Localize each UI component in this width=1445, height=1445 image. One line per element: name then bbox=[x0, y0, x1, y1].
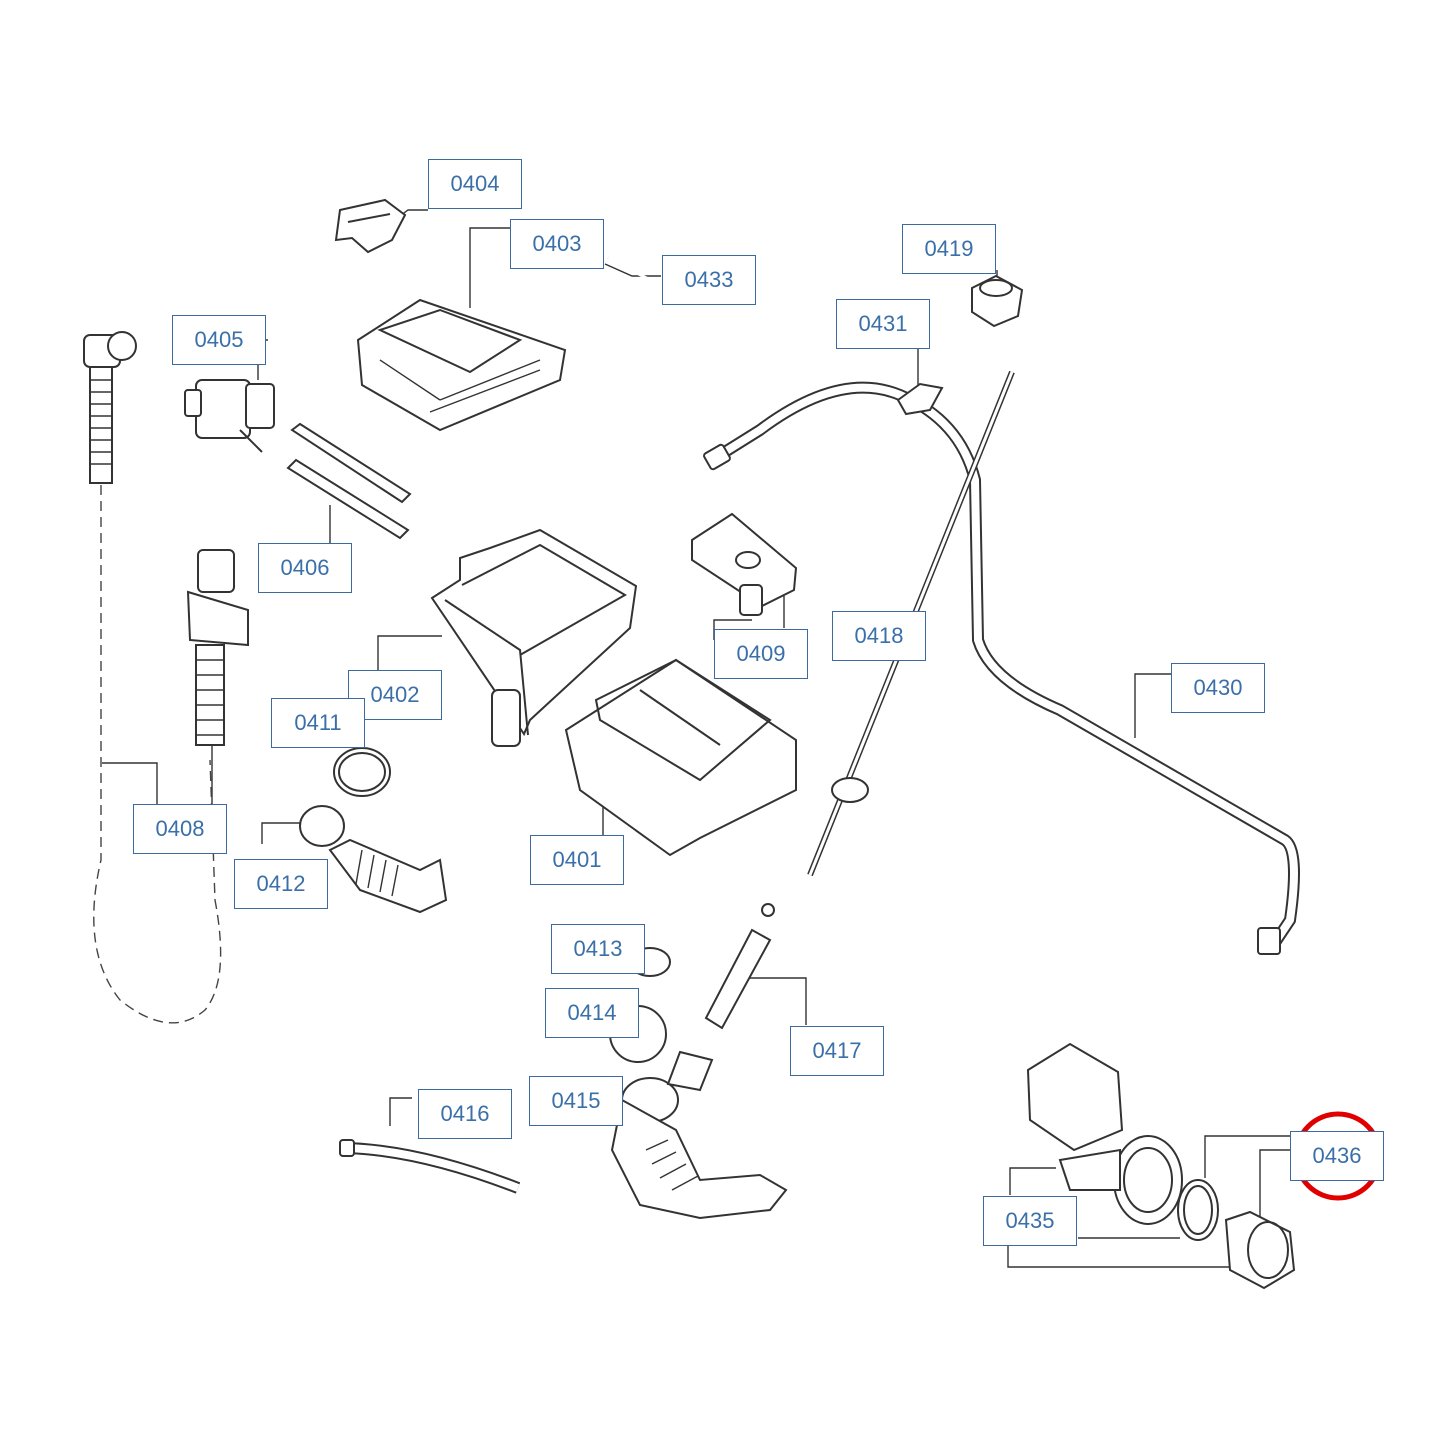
part-bellows bbox=[299, 805, 448, 914]
callout-0414[interactable]: 0414 bbox=[545, 988, 639, 1038]
callout-0411[interactable]: 0411 bbox=[271, 698, 365, 748]
part-dispenser-top bbox=[356, 298, 567, 432]
part-dispenser-body bbox=[430, 528, 638, 747]
callout-0436[interactable]: 0436 bbox=[1290, 1131, 1384, 1181]
part-drawer bbox=[564, 658, 797, 857]
callout-0402[interactable]: 0402 bbox=[348, 670, 442, 720]
part-drain-pump bbox=[1026, 1042, 1183, 1225]
callout-0401[interactable]: 0401 bbox=[530, 835, 624, 885]
callout-0406[interactable]: 0406 bbox=[258, 543, 352, 593]
part-inlet-valve bbox=[184, 379, 275, 453]
callout-0431[interactable]: 0431 bbox=[836, 299, 930, 349]
part-siphon-cap bbox=[691, 512, 798, 616]
part-tubes bbox=[286, 422, 412, 540]
callout-0408[interactable]: 0408 bbox=[133, 804, 227, 854]
part-clip bbox=[334, 198, 407, 254]
part-inlet-hose bbox=[83, 331, 249, 1024]
callout-0409[interactable]: 0409 bbox=[714, 629, 808, 679]
callout-0417[interactable]: 0417 bbox=[790, 1026, 884, 1076]
callout-0403[interactable]: 0403 bbox=[510, 219, 604, 269]
callout-0419[interactable]: 0419 bbox=[902, 224, 996, 274]
callout-0433[interactable]: 0433 bbox=[662, 255, 756, 305]
part-ring-seal bbox=[333, 747, 391, 797]
part-pressure-sensor bbox=[971, 274, 1024, 328]
callout-0435[interactable]: 0435 bbox=[983, 1196, 1077, 1246]
part-heater-rod bbox=[704, 903, 775, 1030]
callout-0415[interactable]: 0415 bbox=[529, 1076, 623, 1126]
callout-0404[interactable]: 0404 bbox=[428, 159, 522, 209]
part-drain-tube bbox=[339, 1139, 521, 1194]
callout-0416[interactable]: 0416 bbox=[418, 1089, 512, 1139]
callout-0430[interactable]: 0430 bbox=[1171, 663, 1265, 713]
callout-0418[interactable]: 0418 bbox=[832, 611, 926, 661]
callout-0413[interactable]: 0413 bbox=[551, 924, 645, 974]
part-sump-hose bbox=[610, 1050, 788, 1220]
callout-0412[interactable]: 0412 bbox=[234, 859, 328, 909]
part-seal-and-filter bbox=[1177, 1179, 1296, 1290]
callout-0405[interactable]: 0405 bbox=[172, 315, 266, 365]
